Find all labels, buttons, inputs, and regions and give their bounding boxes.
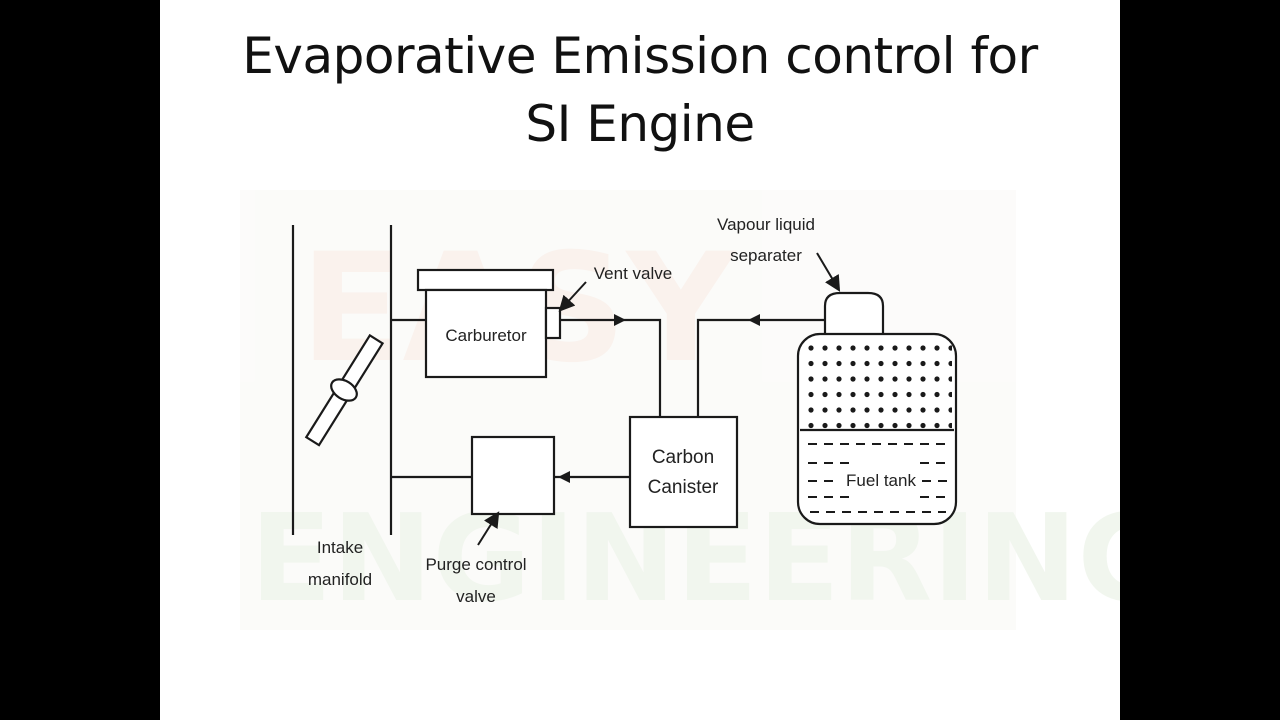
purge-valve-box <box>470 435 556 516</box>
carburetor-body <box>424 288 548 379</box>
arrow-tank-line <box>748 314 760 326</box>
vent-valve-box <box>544 306 562 340</box>
carburetor-label: Carburetor <box>445 326 527 345</box>
intake-manifold-label-1: Intake <box>317 538 363 557</box>
title-line-1: Evaporative Emission control for <box>242 27 1038 85</box>
purge-valve-label-1: Purge control <box>425 555 526 574</box>
slide: Evaporative Emission control for SI Engi… <box>160 0 1120 720</box>
carburetor-top-plate <box>416 268 555 292</box>
carbon-canister-label-1: Carbon <box>652 447 714 468</box>
purge-valve-label-2: valve <box>456 587 496 606</box>
arrow-purge-line <box>558 471 570 483</box>
vapour-separator-label-2: separater <box>730 246 802 265</box>
title-line-2: SI Engine <box>525 95 755 153</box>
arrow-vent-line <box>614 314 626 326</box>
watermark: EASY ENGINEERING <box>240 190 1120 630</box>
throttle-plate <box>304 333 385 447</box>
vent-valve-label: Vent valve <box>594 264 672 283</box>
vapour-separator <box>823 291 885 334</box>
vent-line <box>560 318 662 417</box>
fuel-liquid-dashes <box>808 443 950 513</box>
carbon-canister-label-2: Canister <box>648 477 719 498</box>
emission-diagram: EASY ENGINEERING <box>240 190 1120 630</box>
pointer-arrows <box>477 252 841 546</box>
vapour-separator-label-1: Vapour liquid <box>717 215 815 234</box>
intake-manifold-label-2: manifold <box>308 570 372 589</box>
fuel-vapour-dots <box>802 336 952 429</box>
fuel-tank-label: Fuel tank <box>846 471 916 490</box>
carbon-canister-box <box>628 415 739 529</box>
tank-vapour-line <box>696 318 825 417</box>
flow-arrows <box>558 314 760 483</box>
slide-title: Evaporative Emission control for SI Engi… <box>160 22 1120 158</box>
